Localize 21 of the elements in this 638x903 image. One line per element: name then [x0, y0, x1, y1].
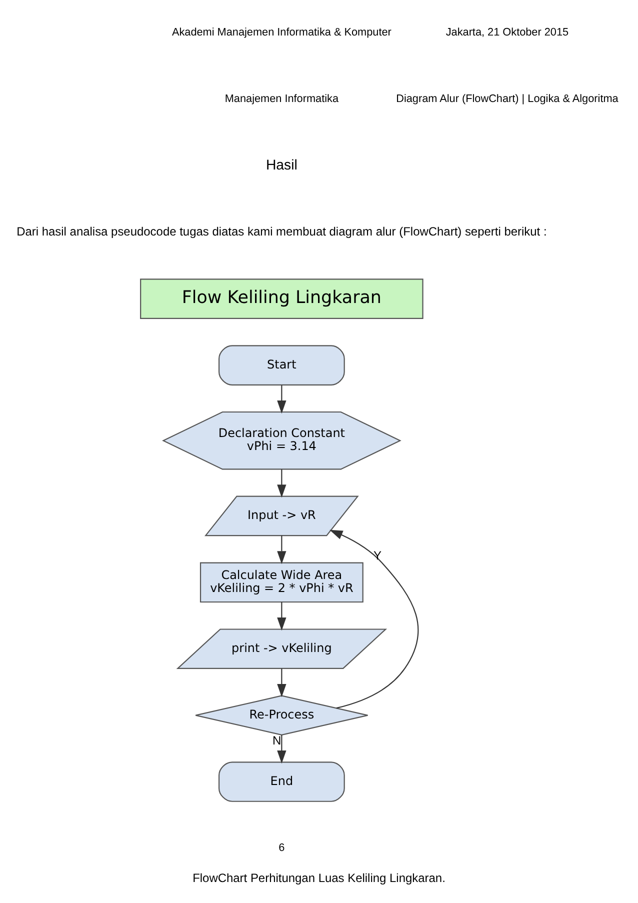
label: Manajemen Informatika [224, 93, 339, 106]
arrow [330, 530, 419, 709]
node-box: Calculate Wide Area vKeliling = 2 * vPhi * vR [200, 562, 364, 603]
node-diamond: Re-Process [195, 695, 368, 736]
arrow [277, 668, 286, 698]
arrow [277, 735, 286, 764]
node-box: Flow Keliling Lingkaran [140, 278, 424, 319]
node-box: End [218, 762, 345, 802]
arrow [277, 602, 286, 631]
arrow [277, 469, 286, 498]
node-box: Start [218, 345, 345, 386]
caption: FlowChart Perhitungan Luas Keliling Lingkaran. [192, 870, 446, 885]
label: Hasil [266, 158, 298, 174]
label: Jakarta, 21 Oktober 2015 [446, 26, 569, 39]
arrow [277, 385, 286, 414]
label: Diagram Alur (FlowChart) | Logika & Algoritma [396, 93, 618, 106]
label: Akademi Manajemen Informatika & Komputer [172, 26, 392, 39]
label: 6 [278, 842, 285, 854]
label: Dari hasil analisa pseudocode tugas diatas kami membuat diagram alur (FlowChart) seperti berikut : [16, 224, 547, 238]
arrow [277, 536, 286, 564]
edge-label: N [272, 734, 282, 748]
